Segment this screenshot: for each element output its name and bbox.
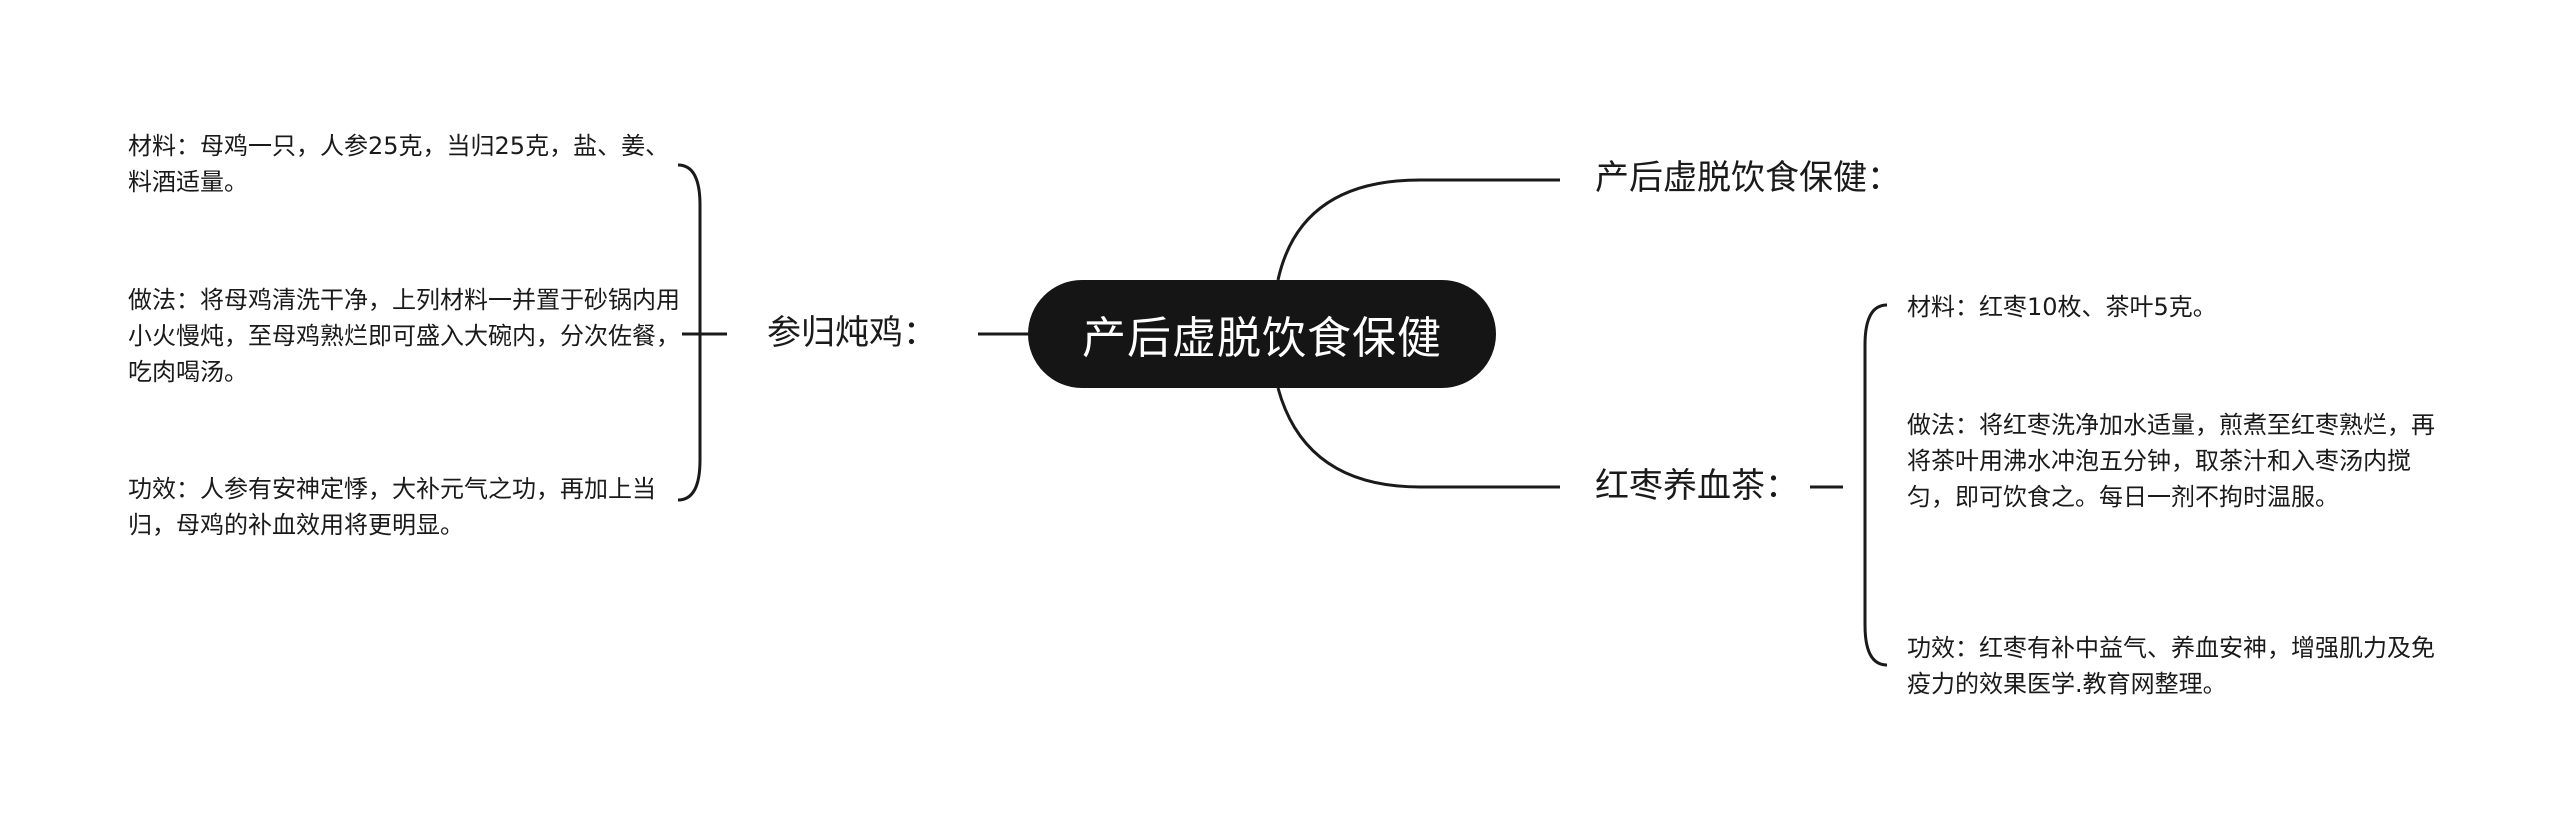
leaf-right-method: 做法：将红枣洗净加水适量，煎煮至红枣熟烂，再将茶叶用沸水冲泡五分钟，取茶汁和入枣… <box>1907 411 2435 511</box>
connector-root-top-right <box>1276 178 1560 281</box>
branch-label-jujube-tea[interactable]: 红枣养血茶： <box>1595 466 1799 506</box>
leaf-right-effect: 功效：红枣有补中益气、养血安神，增强肌力及免疫力的效果医学.教育网整理。 <box>1907 634 2435 698</box>
bracket-right <box>1863 303 1888 667</box>
connector-root-bottom-right <box>1276 387 1560 489</box>
leaf-right-materials: 材料：红枣10枚、茶叶5克。 <box>1907 293 2217 321</box>
bracket-left <box>677 163 702 502</box>
root-node[interactable]: 产后虚脱饮食保健 <box>1028 280 1496 388</box>
branch-label-topic[interactable]: 产后虚脱饮食保健： <box>1595 158 1901 198</box>
branch-label-shengui-chicken[interactable]: 参归炖鸡： <box>767 313 937 353</box>
leaf-left-method: 做法：将母鸡清洗干净，上列材料一并置于砂锅内用小火慢炖，至母鸡熟烂即可盛入大碗内… <box>128 286 680 386</box>
leaf-left-materials: 材料：母鸡一只，人参25克，当归25克，盐、姜、料酒适量。 <box>128 132 670 196</box>
leaf-left-effect: 功效：人参有安神定悸，大补元气之功，再加上当归，母鸡的补血效用将更明显。 <box>128 475 656 539</box>
